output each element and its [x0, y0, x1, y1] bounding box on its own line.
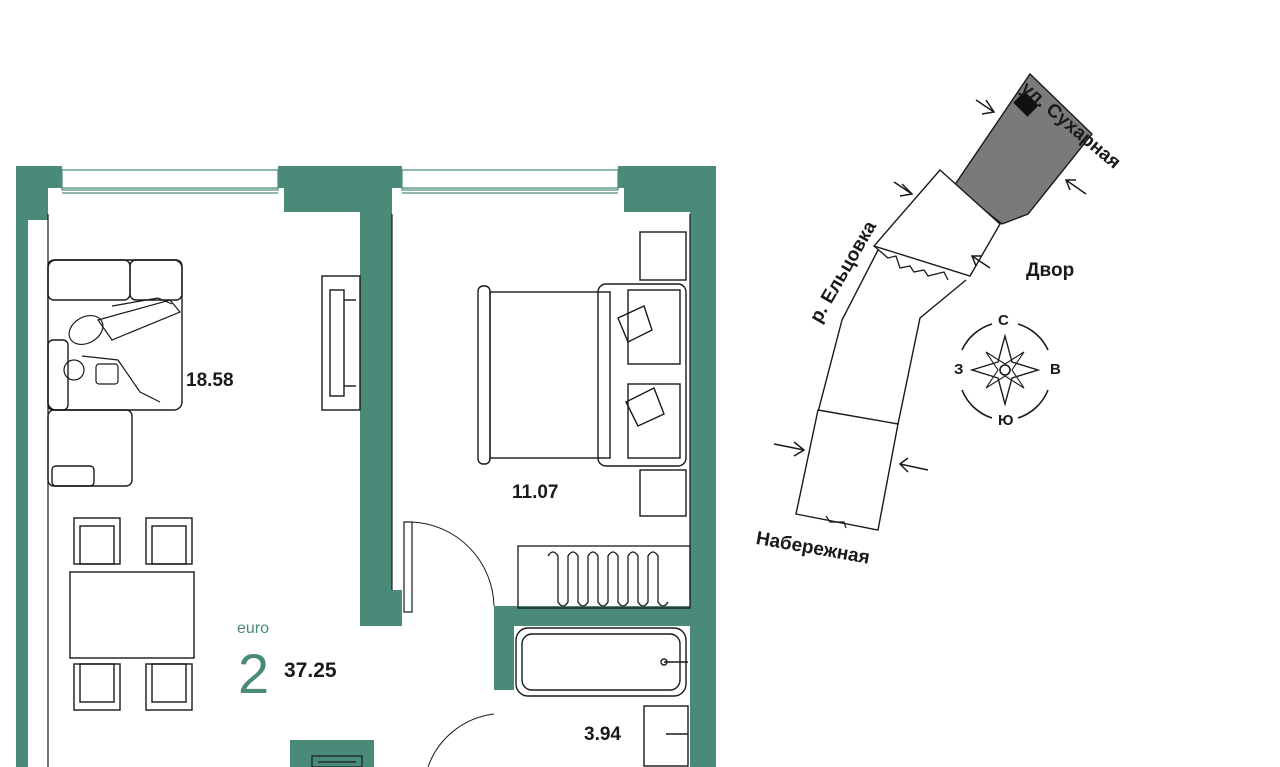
compass-east: В [1050, 361, 1061, 378]
windows [61, 169, 619, 194]
walls [16, 166, 716, 767]
hallway-cabinet [311, 755, 363, 767]
bed [477, 283, 687, 467]
building-section-2 [872, 169, 1001, 277]
bedroom-door [403, 521, 495, 613]
building-section-1 [795, 409, 899, 531]
compass-icon [961, 323, 1049, 419]
radiator-heater [517, 545, 691, 609]
bathtub [515, 627, 688, 697]
living-room-area: 18.58 [186, 370, 234, 391]
compass-west: З [954, 361, 964, 378]
tv-unit [321, 275, 361, 411]
highlighted-building [953, 72, 1093, 225]
sofa [47, 259, 183, 487]
nightstands [639, 231, 687, 517]
total-area: 37.25 [284, 659, 337, 682]
sink [643, 705, 689, 767]
compass-south: Ю [998, 412, 1014, 429]
euro-label: euro [237, 620, 270, 637]
person-figure [63, 297, 181, 403]
compass-north: С [998, 312, 1009, 329]
street-label-dvor: Двор [1026, 260, 1075, 281]
dining-set [69, 517, 195, 711]
bathroom-door [427, 713, 495, 767]
room-count: 2 [238, 642, 270, 705]
site-map [773, 72, 1093, 531]
bathroom-area: 3.94 [584, 724, 621, 745]
bedroom-area: 11.07 [512, 482, 559, 503]
entrance-marker [1013, 91, 1039, 117]
